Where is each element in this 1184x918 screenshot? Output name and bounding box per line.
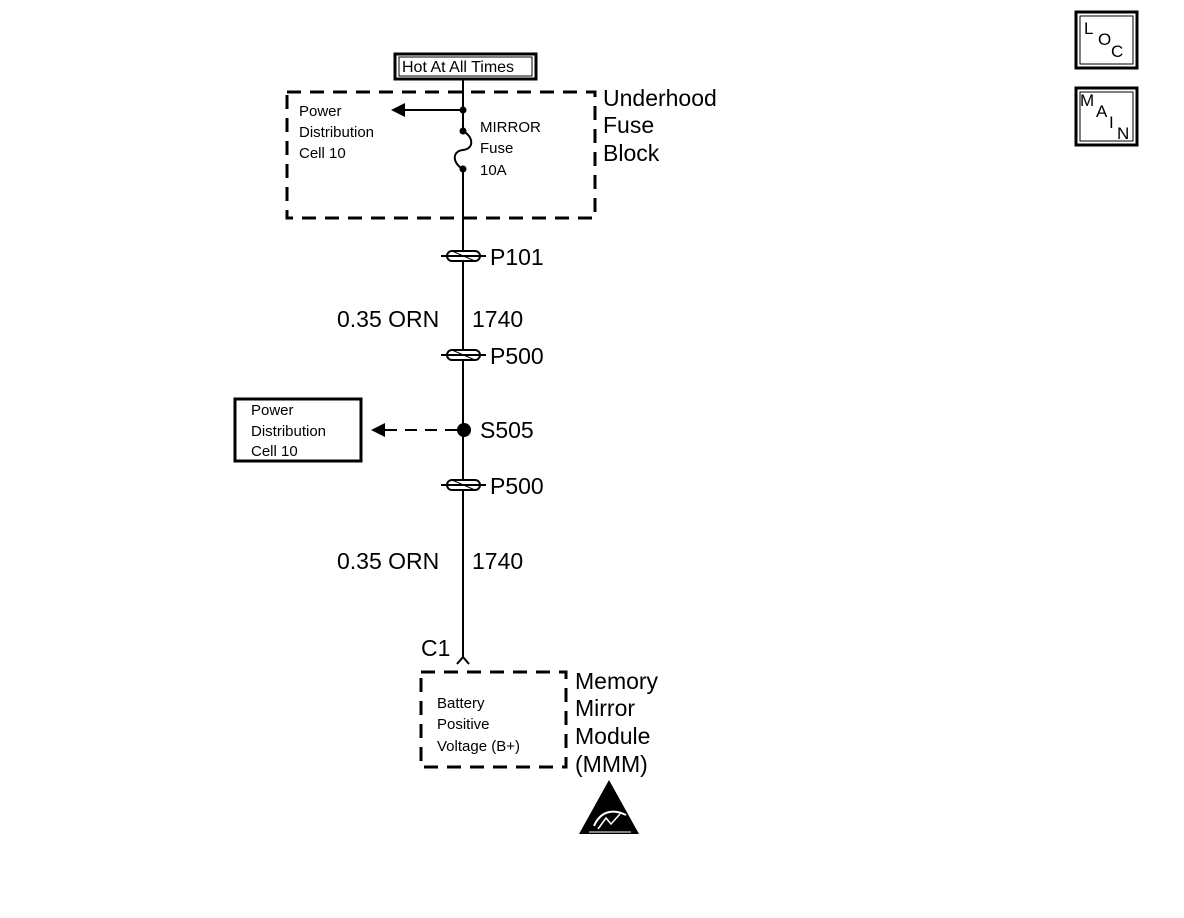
esd-warning-icon <box>579 780 639 834</box>
main-letter-n: N <box>1117 124 1129 143</box>
power-source-text: Hot At All Times <box>402 59 514 76</box>
underhood-title-line3: Block <box>603 140 660 166</box>
module-terminal-line3: Voltage (B+) <box>437 738 520 755</box>
splice-s505-icon <box>457 423 471 437</box>
fuse-name: MIRROR <box>480 119 541 136</box>
module-title-line3: Module <box>575 723 650 749</box>
module-title-line2: Mirror <box>575 695 635 721</box>
wire-lower-circuit: 1740 <box>472 548 523 574</box>
pd-ref-top-line1: Power <box>299 103 342 120</box>
module-terminal-line1: Battery <box>437 695 485 712</box>
wire-upper-gauge-color: 0.35 ORN <box>337 306 439 332</box>
main-letter-i: I <box>1109 113 1114 132</box>
connector-p500-lower-label: P500 <box>490 473 544 499</box>
loc-letter-c: C <box>1111 42 1123 61</box>
module-title-line4: (MMM) <box>575 751 648 777</box>
connector-c1-label: C1 <box>421 635 450 661</box>
pd-ref-splice-box[interactable]: Power Distribution Cell 10 <box>233 397 363 463</box>
module-terminal-line2: Positive <box>437 716 490 733</box>
wire-lower-gauge-color: 0.35 ORN <box>337 548 439 574</box>
underhood-title-line1: Underhood <box>603 85 717 111</box>
splice-s505-label: S505 <box>480 417 534 443</box>
pd-ref-top-line2: Distribution <box>299 124 374 141</box>
underhood-title-line2: Fuse <box>603 112 654 138</box>
pd-ref-top-line3: Cell 10 <box>299 145 346 162</box>
connector-c1-icon <box>456 655 470 665</box>
mirror-fuse <box>453 110 473 173</box>
fuse-rating: 10A <box>480 162 507 179</box>
connector-p500-lower-icon <box>441 479 486 491</box>
main-letter-m: M <box>1080 91 1094 110</box>
wire-upper-circuit: 1740 <box>472 306 523 332</box>
fuse-element-icon <box>453 130 473 170</box>
arrow-left-icon <box>371 423 385 437</box>
memory-mirror-module-boundary <box>419 670 568 769</box>
connector-p500-upper-icon <box>441 349 486 361</box>
pd-ref-splice-line1: Power <box>251 402 294 419</box>
pd-ref-splice-line3: Cell 10 <box>251 443 298 460</box>
loc-letter-l: L <box>1084 19 1093 38</box>
pd-ref-splice-line2: Distribution <box>251 423 326 440</box>
connector-p101-label: P101 <box>490 244 544 270</box>
power-source-label: Hot At All Times <box>393 52 538 81</box>
module-title-line1: Memory <box>575 668 659 694</box>
loc-button[interactable]: L O C <box>1074 10 1139 70</box>
arrow-left-icon <box>391 103 405 117</box>
connector-p500-upper-label: P500 <box>490 343 544 369</box>
main-letter-a: A <box>1096 102 1108 121</box>
fuse-type: Fuse <box>480 140 513 157</box>
loc-letter-o: O <box>1098 30 1111 49</box>
connector-p101-icon <box>441 250 486 262</box>
underhood-fuse-block-boundary <box>285 90 597 220</box>
main-button[interactable]: M A I N <box>1074 86 1139 147</box>
